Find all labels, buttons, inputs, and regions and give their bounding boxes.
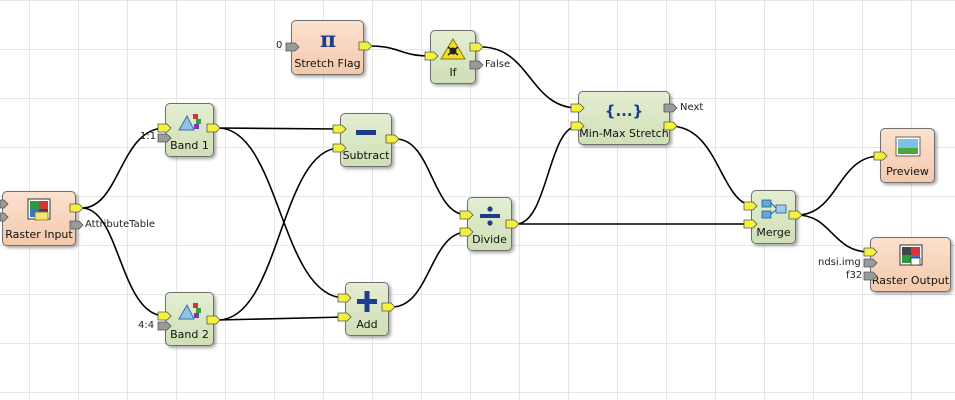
wire-minmax-to-merge[interactable] [669,125,756,207]
minmax-stretch-node[interactable]: {...} Min-Max Stretch [578,91,670,145]
band2-input-value: 4:4 [138,320,155,331]
raster-icon [898,244,924,268]
preview-label: Preview [886,165,929,178]
merge-node[interactable]: Merge [751,190,796,244]
preview-node[interactable]: Preview [880,128,935,183]
band2-label: Band 2 [170,328,209,341]
svg-text:π: π [319,27,335,51]
wire-add-to-divide[interactable] [391,231,468,308]
wire-subtract-to-divide[interactable] [395,138,468,216]
band1-label: Band 1 [170,139,209,152]
wire-band2-to-subtract[interactable] [217,147,341,321]
plus-icon [354,289,380,313]
wire-band1-to-subtract[interactable] [217,127,341,130]
wire-merge-to-raster-output[interactable] [796,214,871,253]
divide-label: Divide [472,233,507,246]
raster-input-label: Raster Input [5,228,73,241]
band2-node[interactable]: Band 2 [165,292,214,346]
minmax-stretch-label: Min-Max Stretch [579,127,669,140]
add-label: Add [356,318,378,331]
if-false-label: False [485,59,511,70]
wire-raster-input-to-band1[interactable] [81,127,166,209]
subtract-node[interactable]: Subtract [340,113,392,167]
subtract-label: Subtract [342,149,390,162]
wire-merge-to-preview[interactable] [796,155,881,216]
caution-icon [440,37,466,61]
pi-icon: π [315,27,341,53]
wire-divide-to-minmax[interactable] [515,125,579,225]
raster-output-label: Raster Output [871,274,950,287]
band1-node[interactable]: Band 1 [165,103,214,157]
wire-band2-to-add[interactable] [217,316,346,321]
if-label: If [449,66,457,79]
divide-icon [477,204,503,228]
if-node[interactable]: If [430,30,476,84]
braces-icon: {...} [604,98,644,122]
divide-node[interactable]: Divide [467,197,512,251]
raster-output-file-label: ndsi.img [818,257,861,268]
raster-icon [26,198,52,222]
merge-icon [761,197,787,221]
wire-band1-to-add[interactable] [217,127,346,299]
preview-icon [895,135,921,159]
raster-output-type-label: f32 [846,270,863,281]
band-select-icon [177,299,203,323]
stretch-flag-node[interactable]: π Stretch Flag [291,20,364,75]
raster-input-node[interactable]: Raster Input [2,191,76,246]
wire-stretch-flag-to-if[interactable] [369,45,431,57]
wire-raster-input-to-band2[interactable] [81,207,166,317]
wire-if-to-minmax[interactable] [480,46,579,109]
stretch-flag-label: Stretch Flag [294,57,361,70]
minmax-next-label: Next [680,102,704,113]
merge-label: Merge [756,226,791,239]
svg-text:{...}: {...} [605,102,643,120]
raster-output-node[interactable]: Raster Output [870,237,951,292]
minus-icon [353,120,379,144]
band1-input-value: 1:1 [140,131,157,142]
band-select-icon [177,110,203,134]
add-node[interactable]: Add [345,282,389,336]
raster-input-attribute-label: AttributeTable [85,219,156,230]
stretch-flag-input-value: 0 [276,40,283,51]
